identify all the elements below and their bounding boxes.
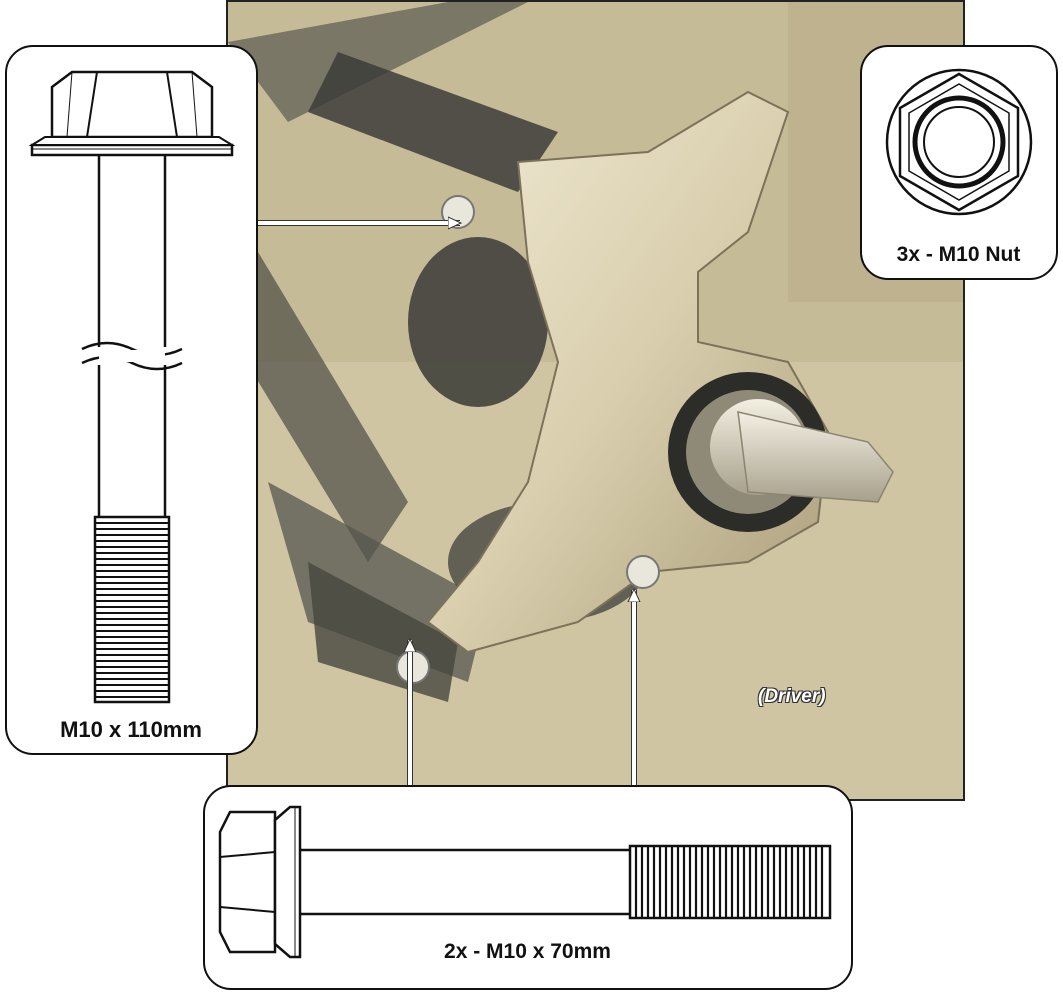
long-bolt-label: M10 x 110mm xyxy=(60,717,202,742)
nut-icon xyxy=(885,68,1033,216)
short-bolt-icon xyxy=(218,805,832,959)
short-bolt-label: 2x - M10 x 70mm xyxy=(444,940,611,963)
short-bolt-panel: 2x - M10 x 70mm xyxy=(203,785,853,990)
side-label: (Driver) xyxy=(758,686,826,707)
nut-panel: 3x - M10 Nut xyxy=(860,45,1058,280)
long-bolt-icon xyxy=(28,70,236,704)
long-bolt-panel: M10 x 110mm xyxy=(5,45,258,755)
nut-label: 3x - M10 Nut xyxy=(896,243,1021,266)
